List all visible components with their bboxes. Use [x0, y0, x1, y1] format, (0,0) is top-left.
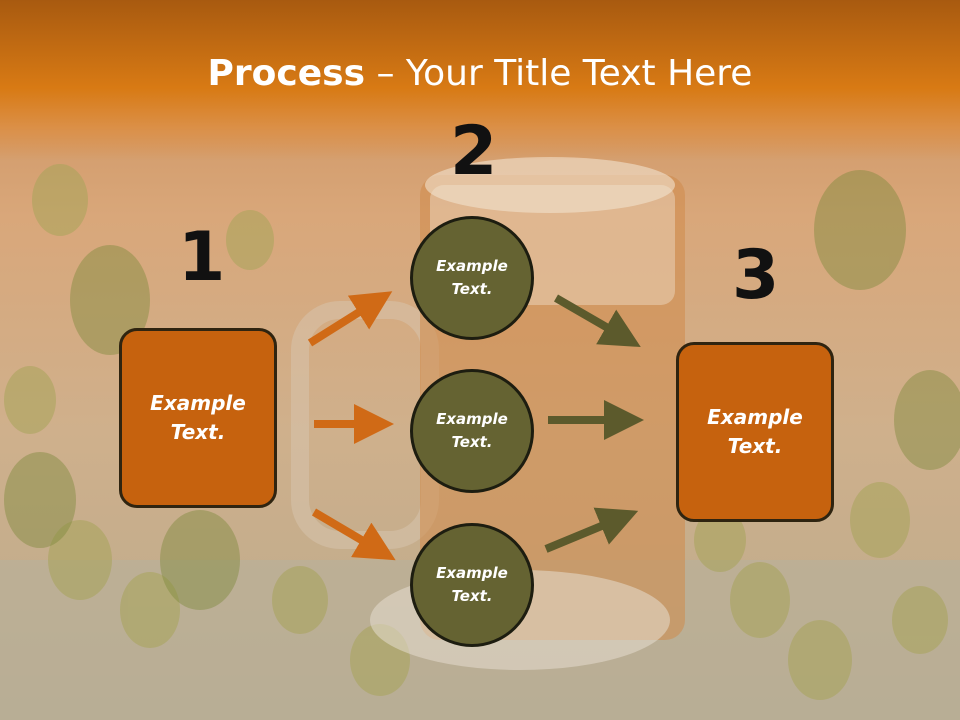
arrow-1-to-top	[307, 291, 393, 347]
title-dash: –	[365, 53, 406, 94]
title-bold: Process	[207, 53, 366, 94]
step-number-3: 3	[732, 236, 780, 315]
step-3-box: Example Text.	[676, 342, 834, 522]
step-1-line1: Example	[150, 391, 246, 415]
circle-top-line2: Text.	[451, 280, 493, 298]
arrow-bottom-to-3	[544, 507, 639, 553]
circle-middle-line2: Text.	[451, 433, 493, 451]
header-band	[0, 0, 960, 160]
circle-bottom-line2: Text.	[451, 587, 493, 605]
step-number-2: 2	[450, 112, 498, 191]
circle-middle-line1: Example	[436, 410, 508, 428]
step-number-1: 1	[178, 218, 226, 297]
circle-bottom-line1: Example	[436, 564, 508, 582]
step-2-circle-middle: Example Text.	[410, 369, 534, 493]
arrow-top-to-3	[553, 294, 641, 348]
step-1-box: Example Text.	[119, 328, 277, 508]
step-1-line2: Text.	[170, 420, 226, 444]
step-2-circle-bottom: Example Text.	[410, 523, 534, 647]
arrow-1-to-bottom	[311, 508, 396, 561]
slide-title: Process – Your Title Text Here	[0, 52, 960, 96]
step-2-circle-top: Example Text.	[410, 216, 534, 340]
title-rest: Your Title Text Here	[405, 53, 753, 94]
step-3-line2: Text.	[727, 434, 783, 458]
circle-top-line1: Example	[436, 257, 508, 275]
step-3-line1: Example	[707, 405, 803, 429]
